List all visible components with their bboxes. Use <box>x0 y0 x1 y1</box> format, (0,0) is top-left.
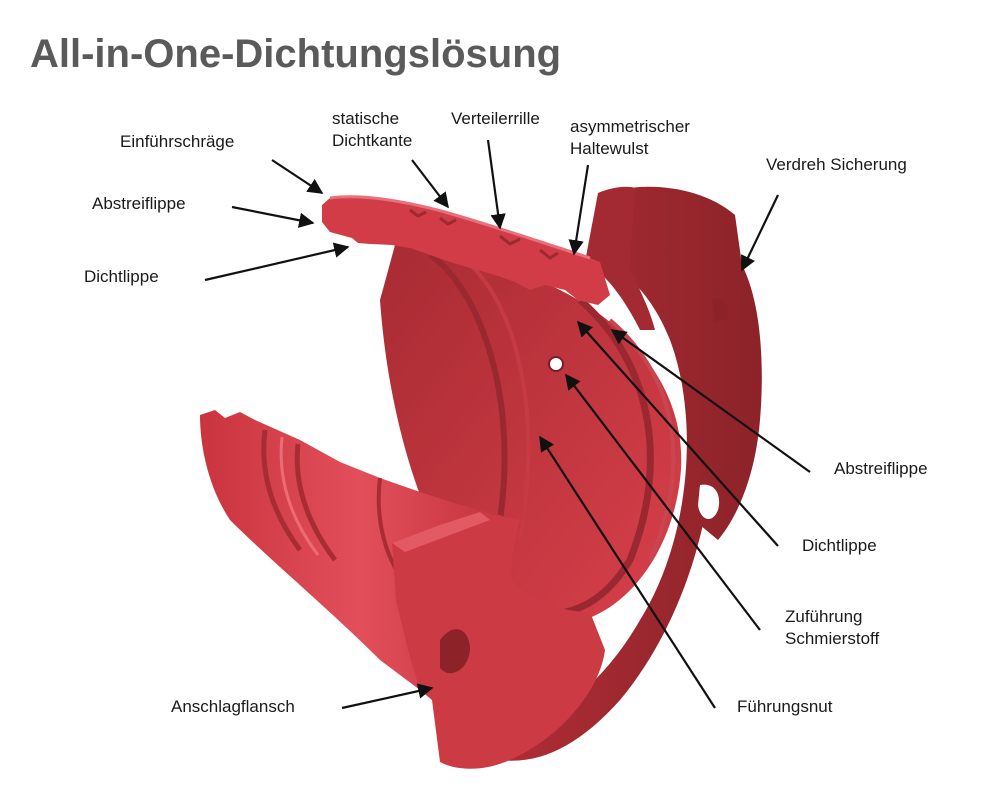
label-zufuehrung-line2: Schmierstoff <box>785 629 879 648</box>
label-verdreh-sicherung: Verdreh Sicherung <box>766 155 907 174</box>
rear-flange-face <box>585 186 655 330</box>
arrow-zufuehrung <box>565 373 761 631</box>
page-title: All-in-One-Dichtungslösung <box>30 32 561 76</box>
top-wall-edge <box>329 195 591 260</box>
arrow-verteilerrille <box>486 139 506 230</box>
flange-notch-right <box>698 484 720 520</box>
label-fuehrungsnut: Führungsnut <box>737 697 833 716</box>
label-einfuehrschraege: Einführschräge <box>120 132 234 151</box>
arrow-abstreiflippe-left <box>231 205 315 228</box>
front-flange <box>392 512 605 769</box>
arrow-dichtlippe-right <box>576 320 779 547</box>
section-notches <box>409 208 559 260</box>
lube-hole <box>548 356 564 372</box>
arrow-abstreiflippe-right <box>610 329 811 473</box>
groove-2 <box>468 263 531 541</box>
arrow-fuehrungsnut <box>539 435 716 709</box>
label-dichtlippe-left: Dichtlippe <box>84 267 159 286</box>
label-verteilerrille: Verteilerrille <box>451 109 540 128</box>
arrow-statische-dichtkante <box>411 159 449 209</box>
arrow-dichtlippe-left <box>204 242 350 282</box>
label-anschlagflansch: Anschlagflansch <box>171 697 295 716</box>
top-wall-section <box>322 196 610 305</box>
arrow-einfuehrschraege <box>271 159 324 194</box>
arrow-haltewulst <box>568 164 590 256</box>
label-haltewulst-line1: asymmetrischer <box>570 117 690 136</box>
label-zufuehrung-line1: Zuführung <box>785 607 863 626</box>
callout-arrows <box>204 139 811 710</box>
rear-flange <box>470 186 762 761</box>
label-statische-line2: Dichtkante <box>332 131 412 150</box>
cylinder-rib-1 <box>261 429 303 552</box>
front-flange-face <box>392 512 490 552</box>
label-dichtlippe-right: Dichtlippe <box>802 536 877 555</box>
flange-notch-bottom <box>440 629 470 674</box>
arrow-anschlagflansch <box>341 683 434 710</box>
cylinder-rib-3 <box>294 443 338 562</box>
label-haltewulst-line2: Haltewulst <box>570 139 649 158</box>
flange-notch-top <box>712 299 730 322</box>
labels: Einführschräge Abstreiflippe Dichtlippe … <box>84 109 928 716</box>
cylinder-rib-2 <box>279 436 320 556</box>
label-abstreiflippe-left: Abstreiflippe <box>92 194 186 213</box>
seal-illustration <box>200 186 762 769</box>
label-abstreiflippe-right: Abstreiflippe <box>834 459 928 478</box>
label-statische-line1: statische <box>332 109 399 128</box>
arrow-verdreh <box>741 194 779 272</box>
groove-1 <box>428 252 508 521</box>
